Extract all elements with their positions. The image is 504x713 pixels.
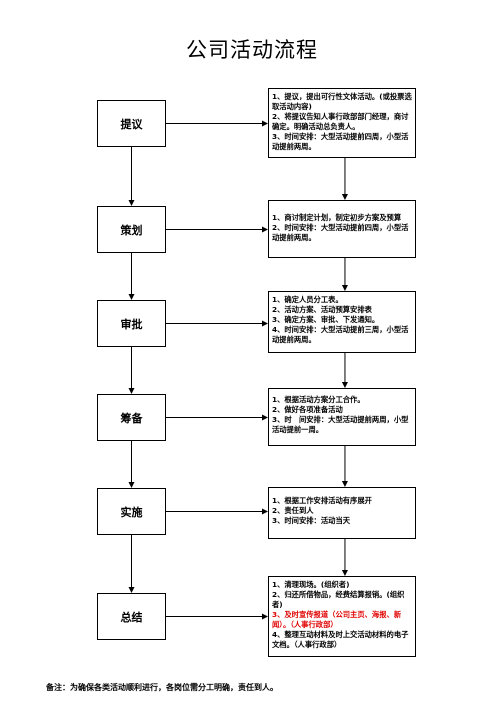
stage-label: 策划 xyxy=(120,223,143,237)
detail-line: 3、确定方案、审批、下发通知。 xyxy=(272,315,380,324)
detail-box-preparation: 1、根据活动方案分工合作。 2、做好各项准备活动 3、时 间安排：大型活动提前两… xyxy=(268,388,416,446)
stage-approval: 审批 xyxy=(97,300,166,347)
stage-implementation: 实施 xyxy=(97,488,166,535)
detail-line: 4、时间安排：大型活动提前三周，小型活动提前两周。 xyxy=(272,325,409,344)
detail-box-summary: 1、清理现场。(组织者) 2、归还所借物品，经费结算报销。(组织者) 3、及时宣… xyxy=(268,576,416,657)
detail-line: 2、时间安排：大型活动提前四周，小型活动提前两周。 xyxy=(272,223,409,242)
detail-line: 3、时间安排：大型活动提前四周，小型活动提前两周。 xyxy=(272,132,409,151)
stage-label: 审批 xyxy=(120,317,143,331)
detail-line: 2、将提议告知人事行政部部门经理，商讨确定。明确活动总负责人。 xyxy=(272,112,409,131)
stage-label: 提议 xyxy=(120,117,143,131)
stage-planning: 策划 xyxy=(97,206,166,253)
footnote: 备注：为确保各类活动顺利进行，各岗位需分工明确，责任到人。 xyxy=(46,683,278,692)
detail-line-highlight: 3、及时宣传报道（公司主页、海报、新闻）。（人事行政部） xyxy=(272,610,402,629)
detail-box-planning: 1、商讨制定计划，制定初步方案及预算 2、时间安排：大型活动提前四周，小型活动提… xyxy=(268,200,416,258)
page-title: 公司活动流程 xyxy=(186,38,318,62)
stage-proposal: 提议 xyxy=(97,100,166,147)
detail-box-approval: 1、确定人员分工表。 2、活动方案、活动预算安排表 3、确定方案、审批、下发通知… xyxy=(268,291,416,353)
stage-label: 筹备 xyxy=(120,411,143,425)
stage-preparation: 筹备 xyxy=(97,394,166,441)
detail-line: 1、商讨制定计划，制定初步方案及预算 xyxy=(272,213,402,222)
stage-summary: 总结 xyxy=(97,593,166,640)
detail-line: 1、确定人员分工表。 xyxy=(272,295,343,304)
detail-line: 4、整理互动材料及时上交活动材料的电子文档。（人事行政部） xyxy=(272,630,409,649)
detail-line: 2、做好各项准备活动 xyxy=(272,405,343,414)
detail-line: 2、归还所借物品，经费结算报销。(组织者) xyxy=(272,590,405,609)
detail-line: 3、时间安排：活动当天 xyxy=(272,516,351,525)
detail-line: 2、责任到人 xyxy=(272,506,314,515)
detail-line: 1、根据工作安排活动有序展开 xyxy=(272,496,372,505)
stage-label: 实施 xyxy=(120,505,143,519)
detail-line: 2、活动方案、活动预算安排表 xyxy=(272,305,372,314)
detail-line: 1、提议，提出可行性文体活动。(或投票选取活动内容) xyxy=(272,92,412,111)
detail-box-proposal: 1、提议，提出可行性文体活动。(或投票选取活动内容) 2、将提议告知人事行政部部… xyxy=(268,88,416,158)
stage-label: 总结 xyxy=(120,610,143,624)
detail-line: 3、时 间安排：大型活动提前两周，小型活动提前一周。 xyxy=(272,415,409,434)
detail-line: 1、清理现场。(组织者) xyxy=(272,580,350,589)
detail-box-implementation: 1、根据工作安排活动有序展开 2、责任到人 3、时间安排：活动当天 xyxy=(268,487,416,539)
detail-line: 1、根据活动方案分工合作。 xyxy=(272,395,365,404)
